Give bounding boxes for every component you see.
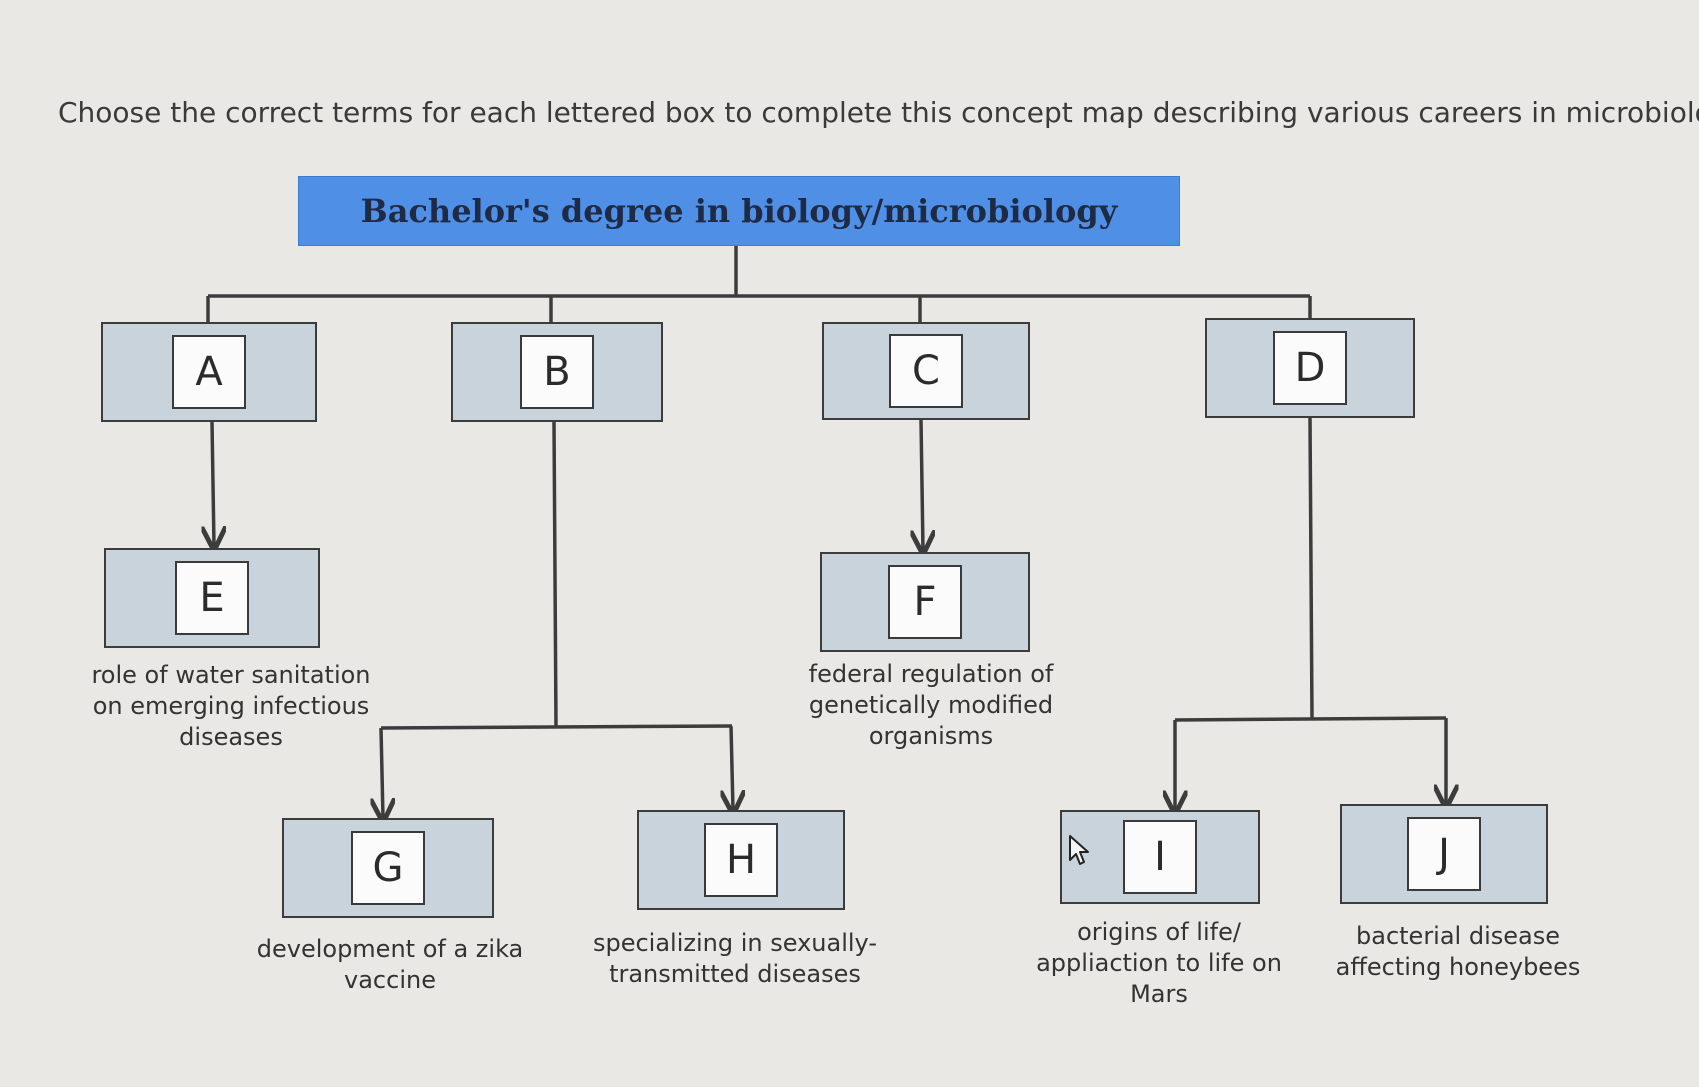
description-G: development of a zika vaccine — [240, 934, 540, 996]
node-D: D — [1205, 318, 1415, 418]
description-line: bacterial disease — [1356, 922, 1560, 950]
description-line: transmitted diseases — [609, 960, 861, 988]
node-H: H — [637, 810, 845, 910]
description-J: bacterial disease affecting honeybees — [1318, 921, 1598, 983]
arrow-B-H — [731, 725, 733, 810]
description-line: origins of life/ — [1077, 918, 1241, 946]
arrow-B-G — [381, 727, 383, 818]
answer-slot-H[interactable]: H — [704, 823, 778, 897]
description-line: on emerging infectious — [92, 692, 370, 720]
description-F: federal regulation of genetically modifi… — [786, 659, 1076, 752]
description-line: affecting honeybees — [1335, 953, 1581, 981]
node-A: A — [101, 322, 317, 422]
node-I: I — [1060, 810, 1260, 904]
description-line: development of a zika — [256, 935, 524, 963]
node-B: B — [451, 322, 663, 422]
arrow-C-F — [921, 419, 923, 550]
node-E: E — [104, 548, 320, 648]
description-line: vaccine — [344, 966, 436, 994]
answer-slot-B[interactable]: B — [520, 335, 594, 409]
description-line: specializing in sexually- — [592, 929, 877, 957]
answer-slot-F[interactable]: F — [888, 565, 962, 639]
description-line: genetically modified — [808, 691, 1054, 719]
description-I: origins of life/ appliaction to life on … — [1018, 917, 1300, 1010]
branch-D — [1174, 716, 1447, 722]
node-G: G — [282, 818, 494, 918]
description-line: federal regulation of — [808, 660, 1054, 688]
arrow-A-E — [212, 421, 214, 546]
description-E: role of water sanitation on emerging inf… — [76, 660, 386, 753]
answer-slot-G[interactable]: G — [351, 831, 425, 905]
answer-slot-C[interactable]: C — [889, 334, 963, 408]
description-line: diseases — [179, 723, 283, 751]
description-line: role of water sanitation — [91, 661, 371, 689]
description-H: specializing in sexually- transmitted di… — [580, 928, 890, 990]
node-F: F — [820, 552, 1030, 652]
root-node-degree: Bachelor's degree in biology/microbiolog… — [298, 176, 1180, 246]
stem-B — [552, 421, 558, 727]
answer-slot-I[interactable]: I — [1123, 820, 1197, 894]
stem-D — [1308, 417, 1314, 719]
description-line: Mars — [1130, 980, 1188, 1008]
answer-slot-A[interactable]: A — [172, 335, 246, 409]
question-prompt: Choose the correct terms for each letter… — [58, 96, 1699, 129]
description-line: organisms — [868, 722, 994, 750]
mouse-cursor-icon — [1069, 835, 1089, 865]
answer-slot-E[interactable]: E — [175, 561, 249, 635]
answer-slot-J[interactable]: J — [1407, 817, 1481, 891]
description-line: appliaction to life on — [1036, 949, 1282, 977]
answer-slot-D[interactable]: D — [1273, 331, 1347, 405]
node-C: C — [822, 322, 1030, 420]
node-J: J — [1340, 804, 1548, 904]
branch-B — [380, 724, 733, 730]
